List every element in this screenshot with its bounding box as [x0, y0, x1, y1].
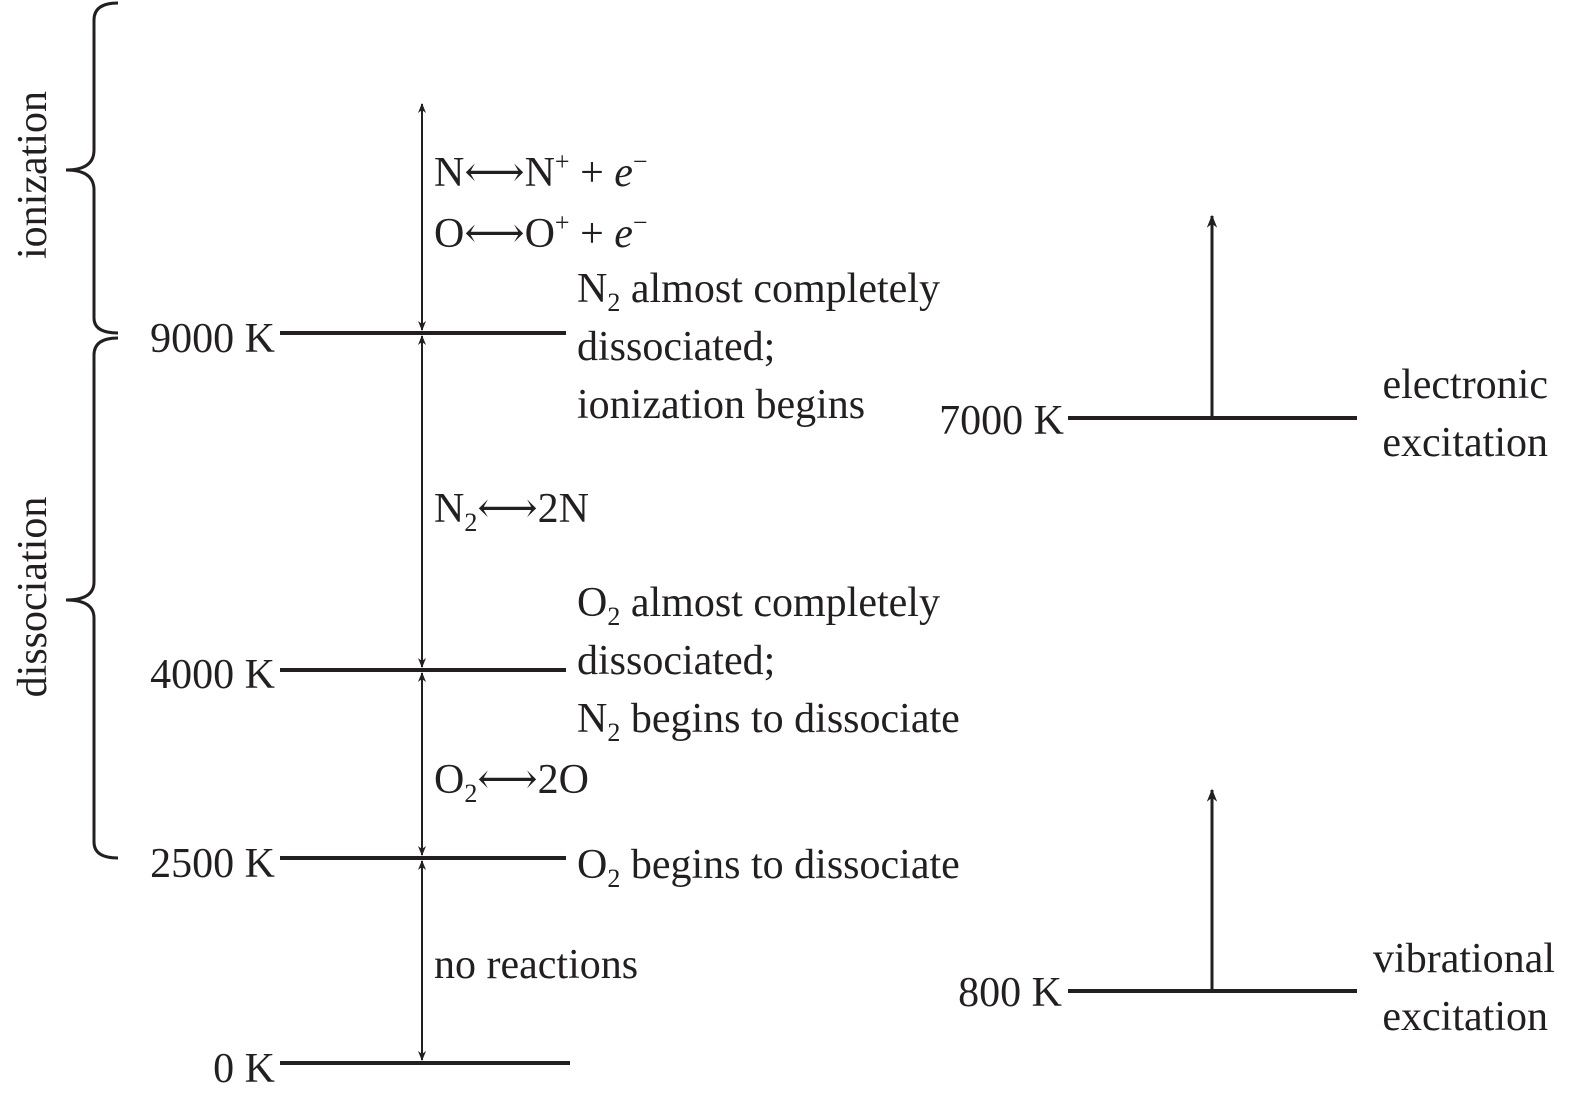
ionization-brace: [65, 1, 119, 335]
note-o2-complete-line1: O2 almost completely: [577, 580, 940, 631]
vibrational-label-2: excitation: [1382, 994, 1548, 1040]
level-label-0: 0 K: [213, 1046, 275, 1092]
level-label-2500: 2500 K: [150, 841, 275, 887]
dissociation-brace: [65, 336, 119, 860]
reaction-none: no reactions: [434, 942, 638, 988]
note-n2-complete-line1: N2 almost completely: [577, 266, 940, 317]
note-n2-complete-line2: dissociated;: [577, 324, 775, 370]
vibrational-label-1: vibrational: [1373, 936, 1555, 982]
level-label-4000: 4000 K: [150, 652, 275, 698]
reaction-n2-dissociation: N2⟷2N: [434, 486, 589, 537]
electronic-label-2: excitation: [1382, 420, 1548, 466]
note-o2-complete-line3: N2 begins to dissociate: [577, 696, 960, 747]
electronic-label-1: electronic: [1382, 362, 1548, 408]
dissociation-label: dissociation: [10, 497, 56, 698]
reaction-o-ionization: O⟷O+ + e−: [434, 208, 648, 257]
reaction-o2-dissociation: O2⟷2O: [434, 757, 589, 808]
ionization-label: ionization: [10, 91, 56, 259]
note-n2-complete-line3: ionization begins: [577, 382, 865, 428]
reaction-n-ionization: N⟷N+ + e−: [434, 147, 648, 196]
level-label-800: 800 K: [958, 970, 1062, 1016]
level-label-7000: 7000 K: [939, 398, 1064, 444]
note-o2-complete-line2: dissociated;: [577, 638, 775, 684]
level-label-9000: 9000 K: [150, 316, 275, 362]
note-o2-begins: O2 begins to dissociate: [577, 842, 960, 893]
